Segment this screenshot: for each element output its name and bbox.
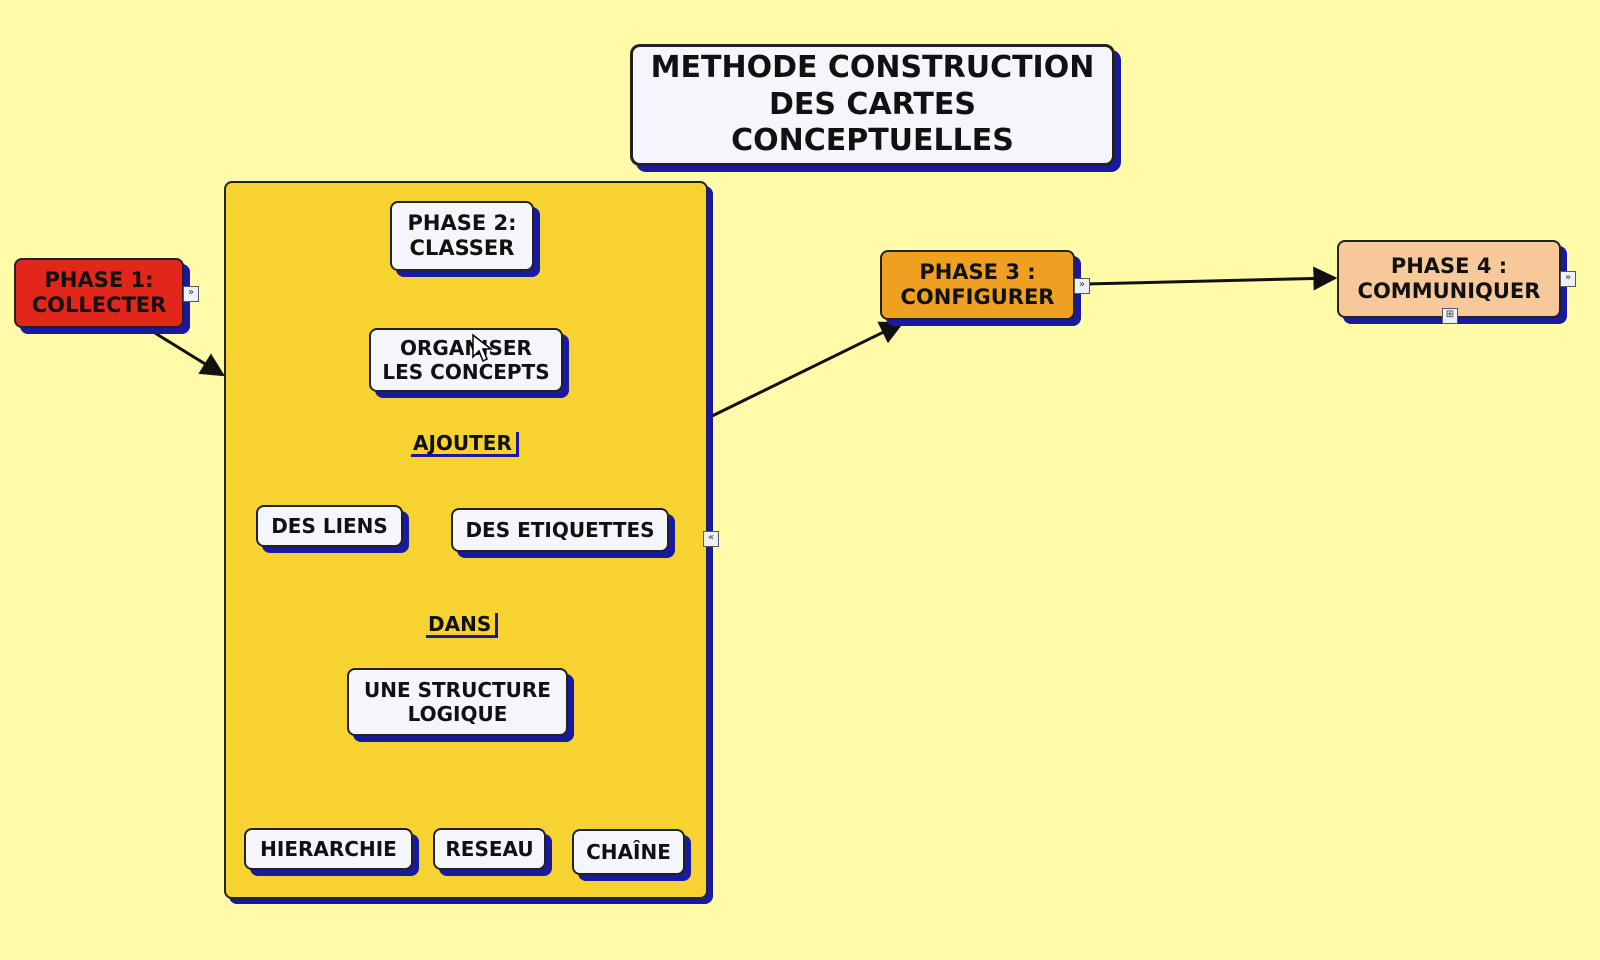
concept-etiquettes[interactable]: DES ETIQUETTES: [451, 508, 669, 552]
concept-structure[interactable]: UNE STRUCTURE LOGIQUE: [347, 668, 568, 736]
edge-phase2-to-phase3: [709, 321, 905, 419]
mouse-cursor-icon: [472, 333, 493, 363]
concept-organiser[interactable]: ORGANISER LES CONCEPTS: [369, 328, 563, 392]
concept-reseau[interactable]: RESEAU: [433, 828, 546, 870]
expand-icon[interactable]: »: [1074, 278, 1090, 294]
edge-phase1-to-phase2: [154, 331, 226, 377]
edge-phase3-to-phase4: [1084, 266, 1338, 291]
phase1-node[interactable]: PHASE 1: COLLECTER: [14, 258, 184, 328]
submap-icon[interactable]: ⊞: [1442, 308, 1458, 324]
phase3-node[interactable]: PHASE 3 : CONFIGURER: [880, 250, 1075, 320]
concept-liens[interactable]: DES LIENS: [256, 505, 403, 547]
phase4-node[interactable]: PHASE 4 : COMMUNIQUER: [1337, 240, 1561, 318]
expand-icon[interactable]: »: [183, 286, 199, 302]
expand-icon[interactable]: »: [1560, 271, 1576, 287]
link-label-dans[interactable]: DANS: [426, 613, 499, 638]
collapse-icon[interactable]: «: [703, 531, 719, 547]
concept-chaine[interactable]: CHAÎNE: [572, 829, 685, 875]
concept-hierarchie[interactable]: HIERARCHIE: [244, 828, 413, 870]
phase2-node[interactable]: PHASE 2: CLASSER: [390, 201, 534, 271]
map-title[interactable]: METHODE CONSTRUCTION DES CARTES CONCEPTU…: [630, 44, 1115, 166]
link-label-ajouter[interactable]: AJOUTER: [411, 432, 519, 457]
